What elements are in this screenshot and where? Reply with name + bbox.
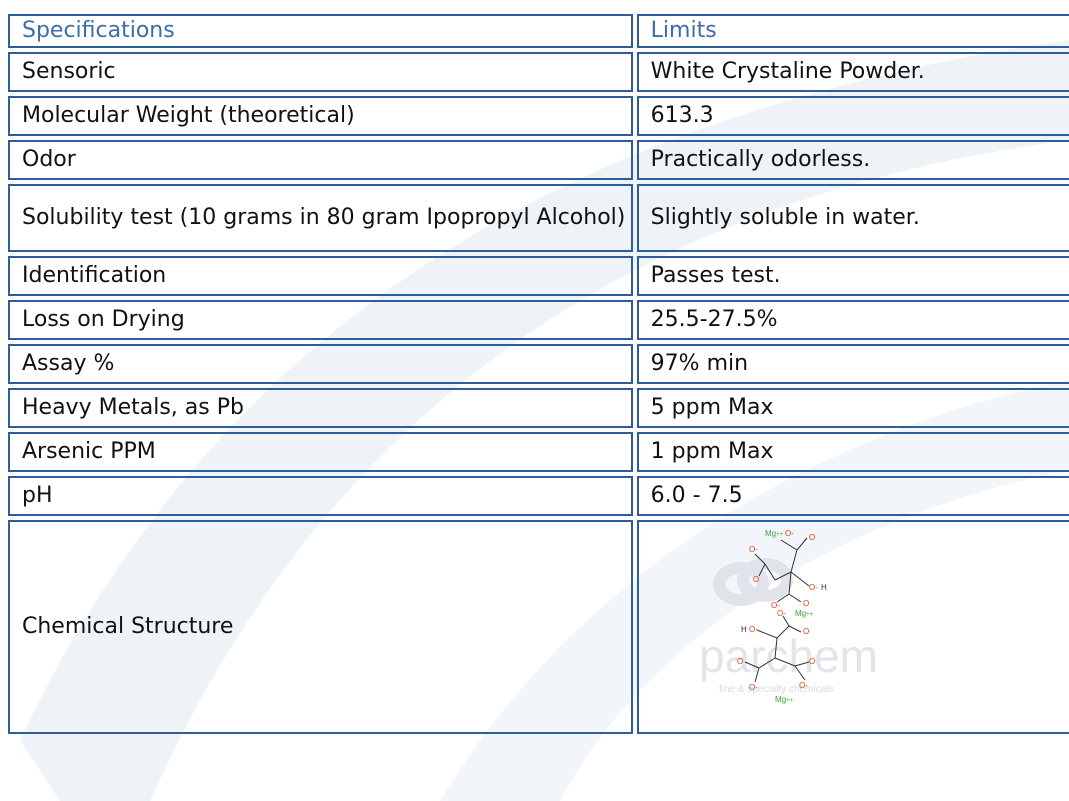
table-row: Loss on Drying 25.5-27.5% bbox=[8, 300, 1069, 340]
table-row: Heavy Metals, as Pb 5 ppm Max bbox=[8, 388, 1069, 428]
limit-cell: White Crystaline Powder. bbox=[636, 52, 1069, 92]
limit-cell: Slightly soluble in water. bbox=[636, 184, 1069, 252]
svg-text:O: O bbox=[737, 657, 743, 666]
structure-atoms: Mg++ O- O O- O O- H O- O Mg++ O- O H O- bbox=[737, 529, 827, 704]
svg-text:H: H bbox=[741, 625, 747, 634]
svg-text:O: O bbox=[809, 533, 815, 542]
table-header-row: Specifications Limits bbox=[8, 14, 1069, 48]
limit-cell: 613.3 bbox=[636, 96, 1069, 136]
limit-cell: 5 ppm Max bbox=[636, 388, 1069, 428]
spec-cell: Chemical Structure bbox=[8, 520, 633, 734]
svg-text:O-: O- bbox=[749, 625, 758, 634]
svg-text:Mg++: Mg++ bbox=[775, 695, 794, 704]
table-row: pH 6.0 - 7.5 bbox=[8, 476, 1069, 516]
chemical-structure-svg: parchem fine & specialty chemicals bbox=[699, 529, 878, 704]
table-row: Assay % 97% min bbox=[8, 344, 1069, 384]
svg-text:O-: O- bbox=[809, 583, 818, 592]
table-row: Solubility test (10 grams in 80 gram Ipo… bbox=[8, 184, 1069, 252]
limit-cell: Practically odorless. bbox=[636, 140, 1069, 180]
spec-cell: pH bbox=[8, 476, 633, 516]
chemical-structure-cell: parchem fine & specialty chemicals bbox=[636, 520, 1069, 734]
table-row: Identification Passes test. bbox=[8, 256, 1069, 296]
spec-cell: Solubility test (10 grams in 80 gram Ipo… bbox=[8, 184, 633, 252]
svg-text:Mg++: Mg++ bbox=[795, 609, 814, 618]
structure-bonds bbox=[744, 537, 809, 683]
table-row: Arsenic PPM 1 ppm Max bbox=[8, 432, 1069, 472]
spec-cell: Identification bbox=[8, 256, 633, 296]
table-row: Chemical Structure parchem fine & specia… bbox=[8, 520, 1069, 734]
svg-text:H: H bbox=[821, 583, 827, 592]
spec-cell: Molecular Weight (theoretical) bbox=[8, 96, 633, 136]
svg-text:fine & specialty chemicals: fine & specialty chemicals bbox=[719, 684, 834, 695]
svg-text:O-: O- bbox=[749, 545, 758, 554]
header-specifications: Specifications bbox=[8, 14, 633, 48]
limit-cell: 25.5-27.5% bbox=[636, 300, 1069, 340]
chemical-structure-image: parchem fine & specialty chemicals bbox=[679, 522, 889, 727]
svg-text:O-: O- bbox=[785, 529, 794, 538]
spec-cell: Heavy Metals, as Pb bbox=[8, 388, 633, 428]
svg-text:O-: O- bbox=[771, 601, 780, 610]
table-row: Molecular Weight (theoretical) 613.3 bbox=[8, 96, 1069, 136]
limit-cell: 6.0 - 7.5 bbox=[636, 476, 1069, 516]
svg-text:parchem: parchem bbox=[699, 630, 878, 682]
spec-cell: Assay % bbox=[8, 344, 633, 384]
svg-text:O: O bbox=[803, 599, 809, 608]
watermark-logo: parchem fine & specialty chemicals bbox=[699, 558, 878, 695]
spec-cell: Sensoric bbox=[8, 52, 633, 92]
limit-cell: Passes test. bbox=[636, 256, 1069, 296]
svg-text:O-: O- bbox=[749, 683, 758, 692]
svg-text:O: O bbox=[809, 657, 815, 666]
specifications-table: Specifications Limits Sensoric White Cry… bbox=[4, 10, 1069, 738]
svg-text:O-: O- bbox=[799, 681, 808, 690]
svg-text:Mg++: Mg++ bbox=[765, 529, 784, 538]
spec-cell: Arsenic PPM bbox=[8, 432, 633, 472]
svg-text:O-: O- bbox=[777, 609, 786, 618]
table-row: Sensoric White Crystaline Powder. bbox=[8, 52, 1069, 92]
limit-cell: 1 ppm Max bbox=[636, 432, 1069, 472]
table-row: Odor Practically odorless. bbox=[8, 140, 1069, 180]
spec-cell: Loss on Drying bbox=[8, 300, 633, 340]
svg-text:O: O bbox=[753, 575, 759, 584]
limit-cell: 97% min bbox=[636, 344, 1069, 384]
svg-text:O: O bbox=[803, 627, 809, 636]
header-limits: Limits bbox=[636, 14, 1069, 48]
spec-cell: Odor bbox=[8, 140, 633, 180]
